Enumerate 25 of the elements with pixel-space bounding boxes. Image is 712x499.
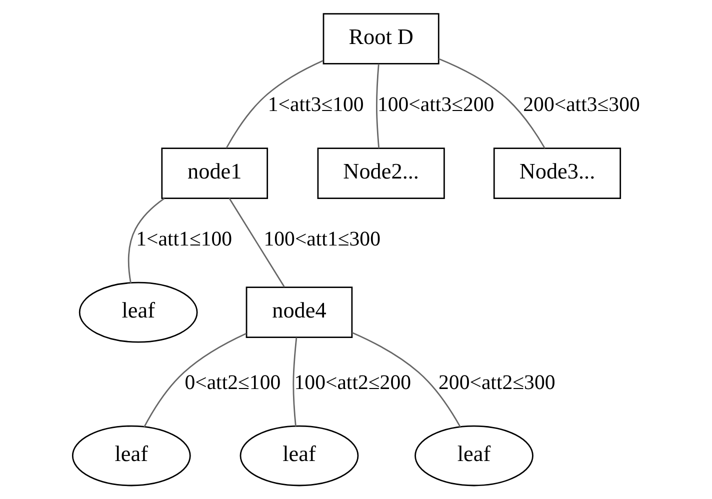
edge-label: 100<att1≤300 bbox=[263, 227, 380, 250]
node-ellipse: leaf bbox=[414, 425, 533, 486]
connector bbox=[376, 64, 380, 148]
connector bbox=[225, 60, 323, 148]
connector bbox=[143, 332, 246, 428]
edge-label: 1<att1≤100 bbox=[136, 227, 232, 250]
edge-label: 0<att2≤100 bbox=[184, 370, 280, 394]
edge-label: 100<att3≤200 bbox=[377, 92, 494, 116]
connector bbox=[127, 198, 164, 284]
node-box: Root D bbox=[322, 13, 439, 64]
node-box: Node3... bbox=[492, 148, 621, 199]
node-ellipse: leaf bbox=[239, 425, 358, 486]
edge-label: 200<att3≤300 bbox=[522, 92, 640, 116]
node-box: node1 bbox=[160, 148, 268, 199]
edge-label: 1<att3≤100 bbox=[267, 92, 364, 116]
connector bbox=[228, 198, 284, 288]
edge-label: 100<att2≤200 bbox=[294, 370, 410, 394]
node-box: Node2... bbox=[316, 148, 444, 199]
node-ellipse: leaf bbox=[78, 282, 198, 343]
connector bbox=[292, 338, 297, 426]
edge-label: 200<att2≤300 bbox=[438, 370, 555, 394]
connector bbox=[438, 58, 545, 149]
node-box: node4 bbox=[245, 286, 352, 338]
connector bbox=[351, 332, 460, 428]
node-ellipse: leaf bbox=[71, 425, 190, 486]
